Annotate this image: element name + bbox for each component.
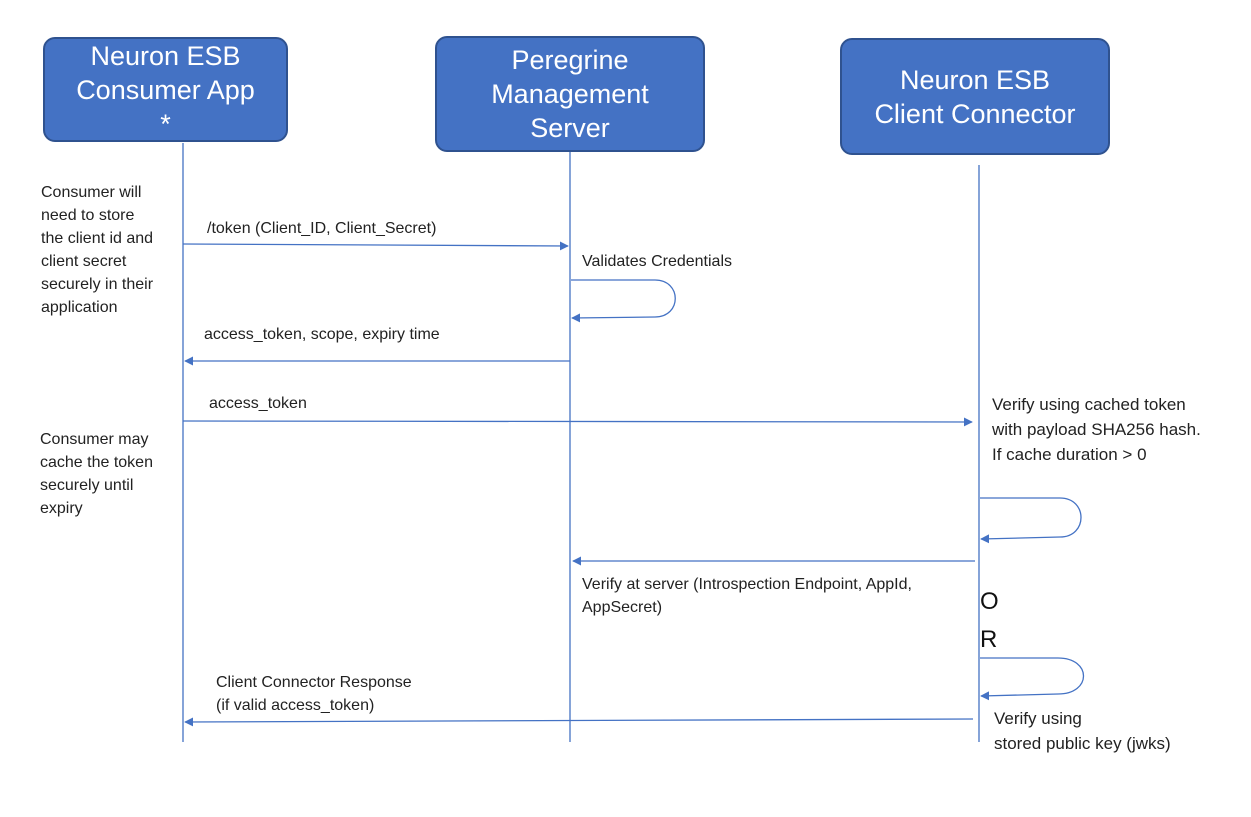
actor-consumer-line2: Consumer App (76, 74, 255, 105)
label-line: If cache duration > 0 (992, 445, 1147, 464)
arrow-access-token (182, 417, 973, 427)
note-line: Consumer will (41, 184, 142, 201)
label-verify-cached: Verify using cached token with payload S… (992, 392, 1201, 467)
note-line: need to store (41, 207, 135, 224)
actor-peregrine-line2: Management (491, 79, 649, 109)
note-consumer-cache: Consumer may cache the token securely un… (40, 428, 153, 520)
note-line: securely until (40, 477, 134, 494)
actor-consumer-app: Neuron ESB Consumer App * (43, 37, 288, 142)
note-line: the client id and (41, 230, 154, 247)
actor-connector-line2: Client Connector (874, 98, 1076, 129)
arrow-jwks-loop (980, 657, 1084, 701)
label-token-response: access_token, scope, expiry time (204, 326, 440, 343)
actor-client-connector: Neuron ESB Client Connector (840, 38, 1110, 155)
label-line: Verify using cached token (992, 395, 1186, 414)
actor-peregrine-server: Peregrine Management Server (435, 36, 705, 152)
label-line: (if valid access_token) (216, 697, 375, 714)
arrow-connector-response (184, 717, 974, 727)
label-token-request: /token (Client_ID, Client_Secret) (207, 220, 437, 237)
label-line: with payload SHA256 hash. (992, 420, 1201, 439)
actor-consumer-line1: Neuron ESB (90, 40, 241, 71)
note-line: securely in their (41, 276, 154, 293)
label-line: Verify at server (Introspection Endpoint… (582, 576, 912, 593)
arrow-token-request (182, 241, 569, 251)
note-line: client secret (41, 253, 127, 270)
label-verify-jwks: Verify using stored public key (jwks) (994, 706, 1171, 756)
note-line: cache the token (40, 454, 153, 471)
note-consumer-store: Consumer will need to store the client i… (41, 181, 153, 319)
label-access-token: access_token (209, 395, 307, 412)
actor-connector-line1: Neuron ESB (899, 64, 1051, 95)
label-validates: Validates Credentials (582, 253, 733, 270)
label-line: Client Connector Response (216, 674, 412, 691)
note-line: Consumer may (40, 431, 149, 448)
note-line: application (41, 299, 118, 316)
label-connector-response: Client Connector Response (if valid acce… (216, 671, 412, 717)
actor-peregrine-line3: Server (530, 113, 610, 143)
actor-peregrine-line1: Peregrine (511, 45, 629, 75)
actor-consumer-line3: * (160, 108, 171, 139)
label-line: Verify using (994, 709, 1082, 728)
or-letter-r: R (980, 626, 998, 653)
note-line: expiry (40, 500, 83, 517)
arrow-validates-loop (571, 279, 676, 323)
label-line: AppSecret) (582, 599, 663, 616)
label-verify-server: Verify at server (Introspection Endpoint… (582, 573, 912, 619)
or-letter-o: O (980, 588, 999, 615)
arrow-cached-loop (980, 497, 1082, 544)
label-line: stored public key (jwks) (994, 734, 1171, 753)
